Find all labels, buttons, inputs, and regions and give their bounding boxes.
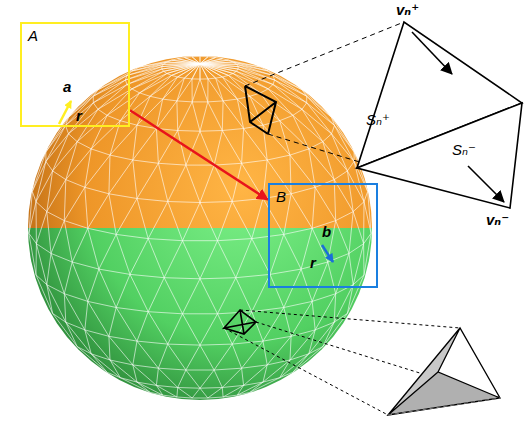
point-label: b <box>322 224 331 239</box>
zoom-line <box>224 328 388 415</box>
mesh-element-highlight <box>245 86 276 134</box>
position-arrow <box>59 101 71 124</box>
hidden-edge <box>388 398 500 415</box>
green-hemisphere <box>28 228 372 400</box>
triangle-label: Sₙ⁻ <box>452 142 476 157</box>
vertex-label: vₙ⁺ <box>396 2 419 17</box>
triangle-minus <box>357 103 522 208</box>
mesh-edges <box>29 57 371 399</box>
triangle-label: Sₙ⁺ <box>366 112 390 127</box>
position-arrow <box>322 245 333 262</box>
region-name: B <box>276 189 286 204</box>
distance-arrow <box>130 110 268 200</box>
orange-hemisphere <box>28 56 372 228</box>
tetrahedron <box>388 328 500 415</box>
vector-label: r <box>310 255 316 270</box>
vertex-label: vₙ⁻ <box>486 212 509 227</box>
region-box: A <box>20 22 130 127</box>
tetra-face <box>388 372 500 415</box>
point-label: a <box>63 79 71 94</box>
region-name: A <box>28 28 38 43</box>
tetra-highlight <box>224 310 256 334</box>
triangle-mesh <box>29 57 371 399</box>
zoom-line <box>240 310 460 328</box>
zoom-line <box>245 22 404 86</box>
basis-arrow <box>468 166 504 202</box>
basis-arrow <box>412 32 452 74</box>
vector-label: r <box>76 108 82 123</box>
